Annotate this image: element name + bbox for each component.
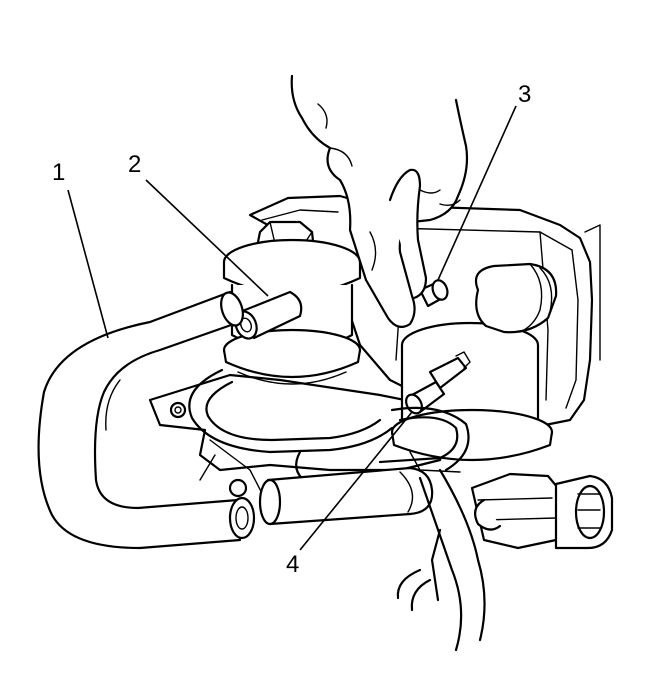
harness-hoses — [396, 468, 486, 652]
leader-1 — [67, 189, 109, 339]
valve-left — [222, 220, 362, 385]
leader-lines — [67, 105, 517, 551]
leader-2 — [145, 179, 269, 297]
callout-4: 4 — [286, 551, 299, 578]
callout-2: 2 — [128, 151, 141, 178]
long-hose — [37, 290, 256, 550]
leader-4 — [299, 411, 413, 551]
leader-3 — [437, 105, 517, 281]
lower-hose — [258, 466, 434, 526]
port-nipple-top — [414, 279, 449, 308]
technician-hand — [290, 74, 469, 329]
mounting-bracket — [148, 373, 452, 506]
small-hose-loop — [188, 368, 470, 484]
valve-right — [390, 321, 554, 473]
callout-labels: 1 2 3 4 — [52, 81, 531, 578]
callout-3: 3 — [518, 81, 531, 108]
electrical-connector — [470, 472, 614, 550]
callout-1: 1 — [52, 159, 65, 186]
protective-cap — [474, 262, 558, 334]
